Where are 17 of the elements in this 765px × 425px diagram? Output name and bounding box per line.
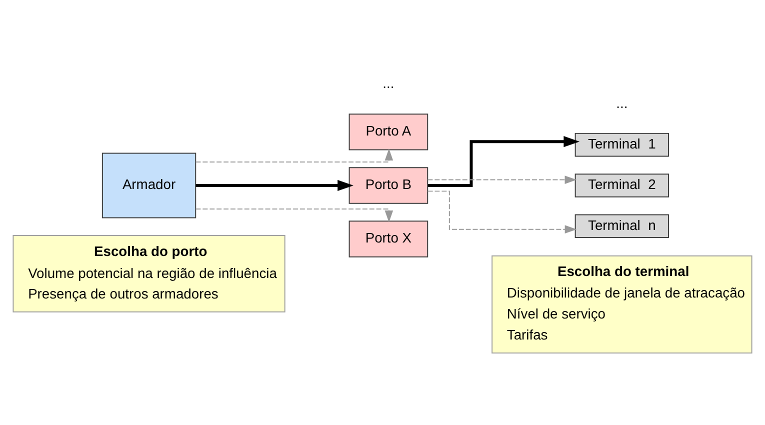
arrow <box>196 179 354 191</box>
node-box: Porto X <box>348 220 428 257</box>
node-box: Terminal 2 <box>574 173 669 197</box>
arrow <box>195 148 394 162</box>
label: ... <box>382 74 394 91</box>
node-box: Escolha do porto Volume potencial na região de influência Presença de outros armadores <box>12 234 286 312</box>
node-box: Terminal n <box>574 214 669 238</box>
node-box: Porto B <box>348 166 428 204</box>
arrow <box>428 136 580 186</box>
arrow <box>427 175 577 184</box>
node-box: Terminal 1 <box>574 132 669 156</box>
arrow <box>427 190 577 234</box>
node-box: Porto A <box>348 113 428 150</box>
arrow <box>195 208 394 222</box>
label: ... <box>616 94 628 110</box>
node-box: Escolha do terminal Disponibilidade de janela de atracação Nível de serviço Tarifas <box>492 254 752 354</box>
node-box: Armador <box>102 152 196 218</box>
